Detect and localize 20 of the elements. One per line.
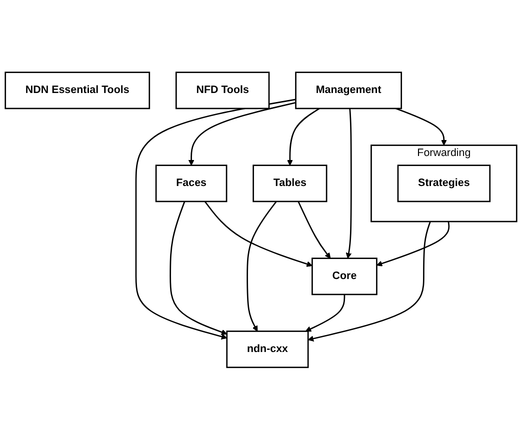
arrow bbox=[204, 201, 312, 267]
arrow bbox=[305, 294, 346, 332]
arrow bbox=[308, 221, 431, 342]
arrow bbox=[170, 201, 228, 336]
node-box: Management bbox=[295, 72, 402, 110]
arrow bbox=[246, 201, 277, 332]
node-box: Core bbox=[312, 258, 378, 296]
arrow bbox=[135, 98, 296, 340]
node-box: Strategies bbox=[397, 164, 491, 202]
node-box: Tables bbox=[252, 164, 328, 202]
arrow bbox=[376, 222, 450, 266]
arrow bbox=[298, 201, 331, 259]
node-box: Faces bbox=[155, 164, 228, 202]
node-box: NFD Tools bbox=[175, 72, 270, 110]
arrow bbox=[287, 108, 320, 166]
arrow bbox=[396, 108, 447, 146]
node-box: NDN Essential Tools bbox=[4, 72, 150, 110]
arrow bbox=[188, 102, 296, 166]
node-box: ndn-cxx bbox=[226, 330, 309, 368]
arrow bbox=[346, 108, 352, 259]
